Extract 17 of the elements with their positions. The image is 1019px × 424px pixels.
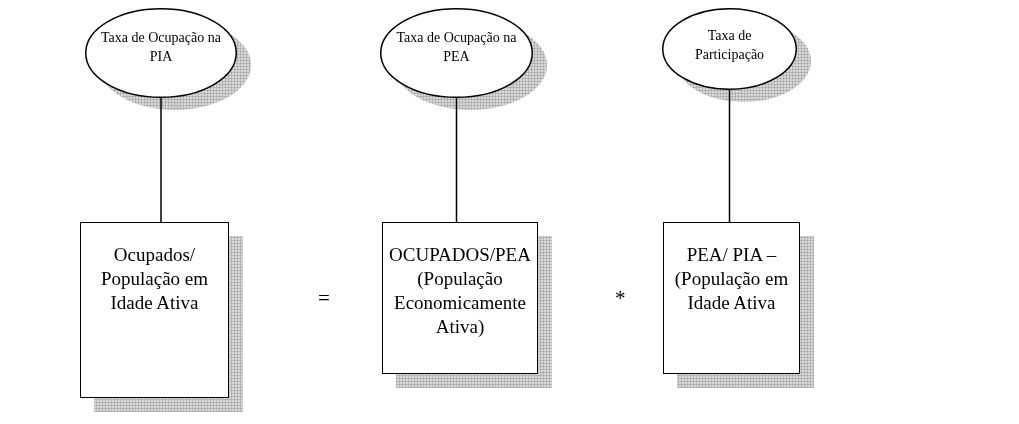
connector-line <box>455 97 458 223</box>
connector-line <box>728 89 731 223</box>
text-box <box>80 222 229 398</box>
ellipse-node <box>380 8 533 98</box>
node-text: Taxa de Ocupação na PIA <box>100 28 222 66</box>
ellipse-node <box>662 8 797 90</box>
node-text: Taxa de Ocupação na PEA <box>395 28 518 66</box>
operator-symbol: = <box>318 286 330 311</box>
text-box <box>663 222 800 374</box>
ellipse-node <box>85 8 237 98</box>
node-text: OCUPADOS/PEA (População Economicamente Ativa) <box>388 243 532 339</box>
node-text: PEA/ PIA – (População em Idade Ativa <box>673 243 790 315</box>
node-text: Taxa de Participação <box>693 27 766 65</box>
operator-symbol: * <box>615 286 626 311</box>
connector-line <box>160 97 162 223</box>
text-box <box>382 222 538 374</box>
node-text: Ocupados/ População em Idade Ativa <box>99 243 210 315</box>
